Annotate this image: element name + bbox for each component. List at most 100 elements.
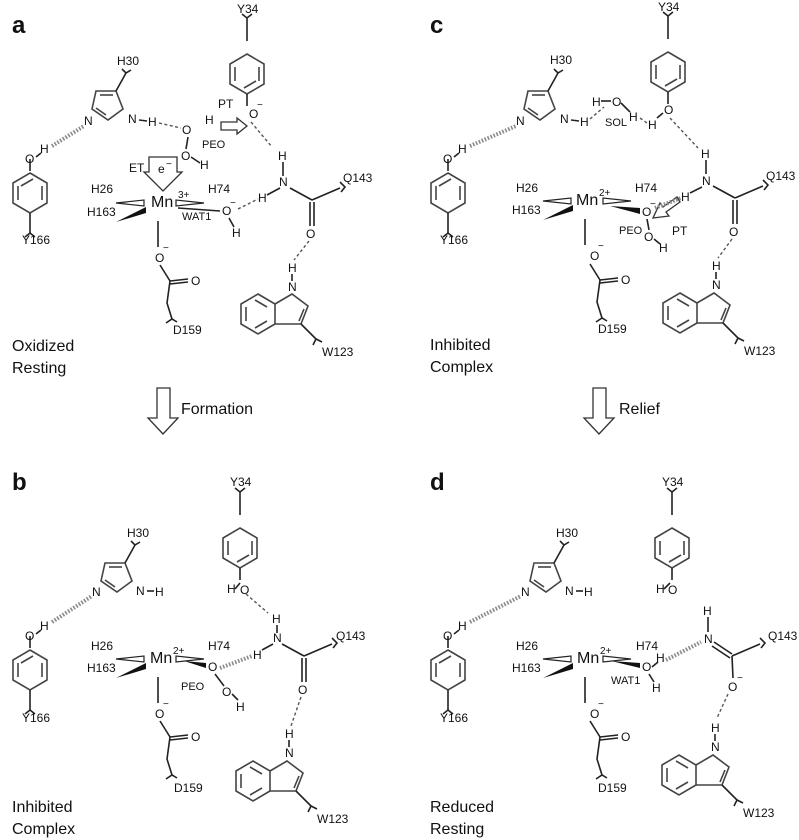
y34-ring xyxy=(222,487,258,581)
y34-h: H xyxy=(656,582,665,596)
y34-label: Y34 xyxy=(658,0,680,14)
q143-h2: H xyxy=(258,191,267,205)
panel-b-state-line2: Complex xyxy=(12,821,75,838)
metal-d: Mn xyxy=(577,650,599,667)
metal-charge-d: 2+ xyxy=(600,646,612,657)
q143-amide xyxy=(712,179,769,225)
peo-o2: O xyxy=(181,149,190,163)
metal-charge-c: 2+ xyxy=(599,188,611,199)
y166-ring xyxy=(430,158,466,238)
h30-peo-hbond xyxy=(158,122,182,129)
peo-transfer-h: H xyxy=(205,113,214,127)
q143-cc-bond xyxy=(731,643,761,657)
d159-label: D159 xyxy=(598,781,627,795)
y166-o: O xyxy=(443,152,452,166)
d159-o2: O xyxy=(191,730,200,744)
y166-ring xyxy=(12,635,48,715)
h74-label: H74 xyxy=(208,639,230,653)
q143-backbone-cut xyxy=(759,637,767,649)
q143-h1: H xyxy=(701,147,710,161)
h26-label: H26 xyxy=(516,639,538,653)
w123-h: H xyxy=(711,721,720,735)
h163-label: H163 xyxy=(87,205,116,219)
h74-label: H74 xyxy=(208,182,230,196)
pt-label: PT xyxy=(672,224,688,238)
sol-h1: H xyxy=(592,95,601,109)
metal-c: Mn xyxy=(576,192,598,209)
panel-c-label: c xyxy=(430,12,443,39)
q143-nh2-bond xyxy=(266,187,281,196)
h30-label: H30 xyxy=(556,526,578,540)
y166-ring xyxy=(430,635,466,715)
y166-label: Y166 xyxy=(22,711,50,725)
wat-h: H xyxy=(232,226,241,240)
w123-label: W123 xyxy=(743,806,775,820)
metal-charge-a: 3+ xyxy=(178,190,190,201)
q143-h2: H xyxy=(253,648,262,662)
peo-q143-hbond xyxy=(654,196,682,210)
y34-label: Y34 xyxy=(230,475,252,489)
electron-transfer-arrow xyxy=(142,156,184,192)
h30-nh: N xyxy=(128,112,137,126)
y34-ring xyxy=(650,11,686,105)
y166-label: Y166 xyxy=(22,233,50,247)
y34-o: O xyxy=(664,103,673,117)
d159-o: O xyxy=(155,707,164,721)
peo-oo-bond xyxy=(185,136,189,150)
q143-h1: H xyxy=(703,604,712,618)
q143-label: Q143 xyxy=(766,169,796,183)
wat-q143-hbond xyxy=(237,198,259,210)
peo-q143-hbond xyxy=(219,654,253,670)
q143-label: Q143 xyxy=(343,171,373,185)
y166-label: Y166 xyxy=(440,233,468,247)
y166-o: O xyxy=(443,629,452,643)
q143-h1: H xyxy=(272,612,281,626)
h30-h: H xyxy=(148,115,157,129)
y34-h: H xyxy=(648,118,657,132)
y166-h30-hbond xyxy=(50,594,94,624)
metal-a: Mn xyxy=(151,194,173,211)
y34-oh-bond xyxy=(656,112,664,119)
h30-label: H30 xyxy=(117,54,139,68)
peo-label: PEO xyxy=(202,139,226,151)
h30-nh: N xyxy=(565,584,574,598)
peo-h: H xyxy=(236,700,245,714)
wat-h1: H xyxy=(652,681,661,695)
panel-c-state-line1: Inhibited xyxy=(430,337,491,354)
y166-o: O xyxy=(25,629,34,643)
w123-label: W123 xyxy=(322,345,354,359)
q143-h1: H xyxy=(278,149,287,163)
h30-h: H xyxy=(580,115,589,129)
sol-o: O xyxy=(612,95,621,109)
panel-c: c Y34 O H H30 N N H H O H SOL O H Y166 M… xyxy=(430,0,796,376)
q143-charge: − xyxy=(737,673,743,684)
w123-h: H xyxy=(712,259,721,273)
peo-oh-bond xyxy=(231,693,239,701)
wat-h2: H xyxy=(656,651,665,665)
q143-o: O xyxy=(298,683,307,697)
sol-label: SOL xyxy=(605,117,627,129)
h30-imidazole xyxy=(523,68,564,121)
h26-label: H26 xyxy=(91,639,113,653)
y34-q143-hbond xyxy=(245,593,269,614)
wat-charge: − xyxy=(230,198,236,209)
peo-charge: − xyxy=(650,199,656,210)
h30-nh-bond xyxy=(138,119,148,122)
w123-n: N xyxy=(288,280,297,294)
pt-label: PT xyxy=(218,97,234,111)
w123-n: N xyxy=(711,740,720,754)
y34-label: Y34 xyxy=(662,475,684,489)
panel-a-label: a xyxy=(12,12,26,39)
formation-arrow xyxy=(146,387,180,435)
w123-indole xyxy=(240,293,323,346)
peo-oh-bond xyxy=(653,238,661,245)
proton-transfer-arrow xyxy=(651,196,681,219)
h74-label: H74 xyxy=(636,639,658,653)
h163-label: H163 xyxy=(512,661,541,675)
y166-o: O xyxy=(25,152,34,166)
mn-peo-wedge xyxy=(184,661,206,668)
peo-label: PEO xyxy=(181,681,205,693)
q143-h2: H xyxy=(681,190,690,204)
panel-d: d Y34 H O H30 N N H O H Y166 Mn 2+ H26 H… xyxy=(430,469,798,838)
peo-o2: O xyxy=(222,685,231,699)
